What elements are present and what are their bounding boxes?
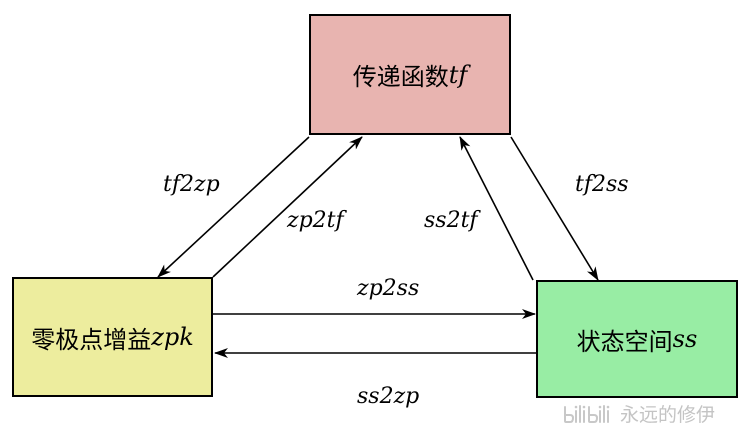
node-ss-var-label: ss xyxy=(672,325,698,353)
node-tf-var-label: tf xyxy=(448,60,468,89)
node-zpk-cn-label: 零极点增益 xyxy=(31,325,152,354)
edge-label-tf2zp: tf2zp xyxy=(163,172,220,197)
bilibili-logo-icon xyxy=(562,403,614,425)
node-tf-cn-label: 传递函数 xyxy=(352,63,449,91)
edge-label-tf2ss: tf2ss xyxy=(575,172,629,197)
watermark: 永远的修伊 xyxy=(562,400,715,427)
arrow-tf2zp xyxy=(157,136,310,278)
watermark-author: 永远的修伊 xyxy=(620,404,716,426)
node-zpk-var-label: zpk xyxy=(151,323,194,351)
arrow-zp2tf xyxy=(212,136,363,278)
edge-label-zp2tf: zp2tf xyxy=(287,208,344,233)
edge-label-zp2ss: zp2ss xyxy=(357,276,420,301)
edge-label-ss2tf: ss2tf xyxy=(424,208,478,233)
arrow-ss2tf xyxy=(459,136,534,281)
node-ss-cn-label: 状态空间 xyxy=(576,327,673,356)
arrow-tf2ss xyxy=(510,136,599,281)
edge-label-ss2zp: ss2zp xyxy=(357,384,420,409)
